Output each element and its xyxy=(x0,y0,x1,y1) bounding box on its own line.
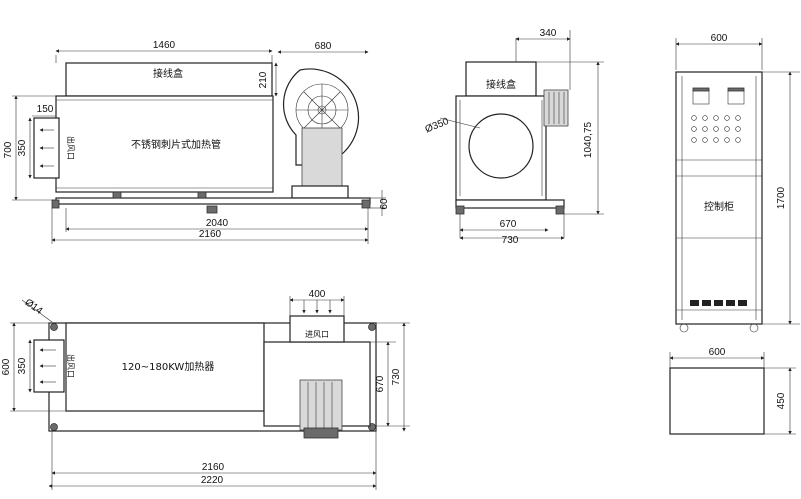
dim-front-outlet-offset: 150 xyxy=(37,104,54,115)
side-base xyxy=(455,199,565,209)
dim-front-outlet-height: 350 xyxy=(17,139,28,156)
dim-front-inner-length: 2040 xyxy=(206,218,229,229)
front-dimensions: 1460 680 210 150 700 350 60 2040 2160 xyxy=(3,40,390,244)
cabinet-body xyxy=(675,71,763,325)
dim-front-base-height: 60 xyxy=(379,198,390,210)
side-junction-box-label: 接线盒 xyxy=(486,78,516,91)
dim-top-overall-length: 2220 xyxy=(201,475,224,486)
front-junction-box-label: 接线盒 xyxy=(153,67,183,80)
dim-side-height: 1040,75 xyxy=(583,121,594,158)
dim-top-overall-depth: 730 xyxy=(391,368,402,385)
front-view: 接线盒 不锈钢刺片式加热管 出风口 xyxy=(3,40,390,244)
dim-front-overall-length: 2160 xyxy=(199,229,222,240)
side-junction-box xyxy=(465,61,537,97)
dim-top-outlet-width: 350 xyxy=(17,357,28,374)
dim-cabinet-plan-width: 600 xyxy=(709,347,726,358)
top-motor xyxy=(299,379,343,431)
cabinet-label: 控制柜 xyxy=(704,200,734,213)
dim-side-top-width: 340 xyxy=(540,28,557,39)
dim-top-inner-length: 2160 xyxy=(202,462,225,473)
dim-front-total-length: 1460 xyxy=(153,40,176,51)
dim-front-box-height: 210 xyxy=(258,71,269,88)
front-base-frame xyxy=(55,197,371,205)
dim-cabinet-plan-depth: 450 xyxy=(776,392,787,409)
cabinet-plan xyxy=(669,367,765,435)
dim-cabinet-height: 1700 xyxy=(776,186,787,209)
control-cabinet-view: 控制柜 600 1700 600 xyxy=(669,33,800,435)
cabinet-vents xyxy=(690,300,747,306)
dim-front-height: 700 xyxy=(3,141,14,158)
dim-top-width: 600 xyxy=(1,358,12,375)
top-view: 120~180KW加热器 出风口 进风口 Ø14 400 xyxy=(1,289,410,490)
dim-front-fan-width: 680 xyxy=(315,41,332,52)
heater-label: 不锈钢刺片式加热管 xyxy=(131,138,221,151)
side-fan-circle xyxy=(468,113,534,179)
dim-side-overall-width: 730 xyxy=(502,235,519,246)
front-outlet-label: 出风口 xyxy=(66,136,76,160)
dim-cabinet-width: 600 xyxy=(711,33,728,44)
top-outlet-label: 出风口 xyxy=(66,354,76,378)
cabinet-dimensions: 600 1700 xyxy=(675,33,800,325)
cabinet-buttons xyxy=(691,115,741,143)
dim-side-fan-diameter: Ø350 xyxy=(424,116,451,136)
heater-body xyxy=(55,95,274,193)
outlet-arrows xyxy=(39,128,54,168)
front-fan xyxy=(283,68,360,199)
top-inlet xyxy=(289,315,345,343)
front-junction-box xyxy=(65,62,273,97)
top-heater-label: 120~180KW加热器 xyxy=(122,360,215,373)
top-inlet-label: 进风口 xyxy=(305,330,329,339)
cabinet-plan-dimensions: 600 450 xyxy=(669,347,796,435)
dim-top-inner-depth: 670 xyxy=(375,375,386,392)
top-heater-body xyxy=(65,322,265,412)
side-dimensions: 340 Ø350 1040,75 670 730 xyxy=(424,28,604,246)
side-motor xyxy=(543,89,569,127)
side-view: 接线盒 340 Ø350 1040,75 67 xyxy=(424,28,604,246)
dim-top-inlet-width: 400 xyxy=(309,289,326,300)
dim-side-inner-width: 670 xyxy=(500,219,517,230)
